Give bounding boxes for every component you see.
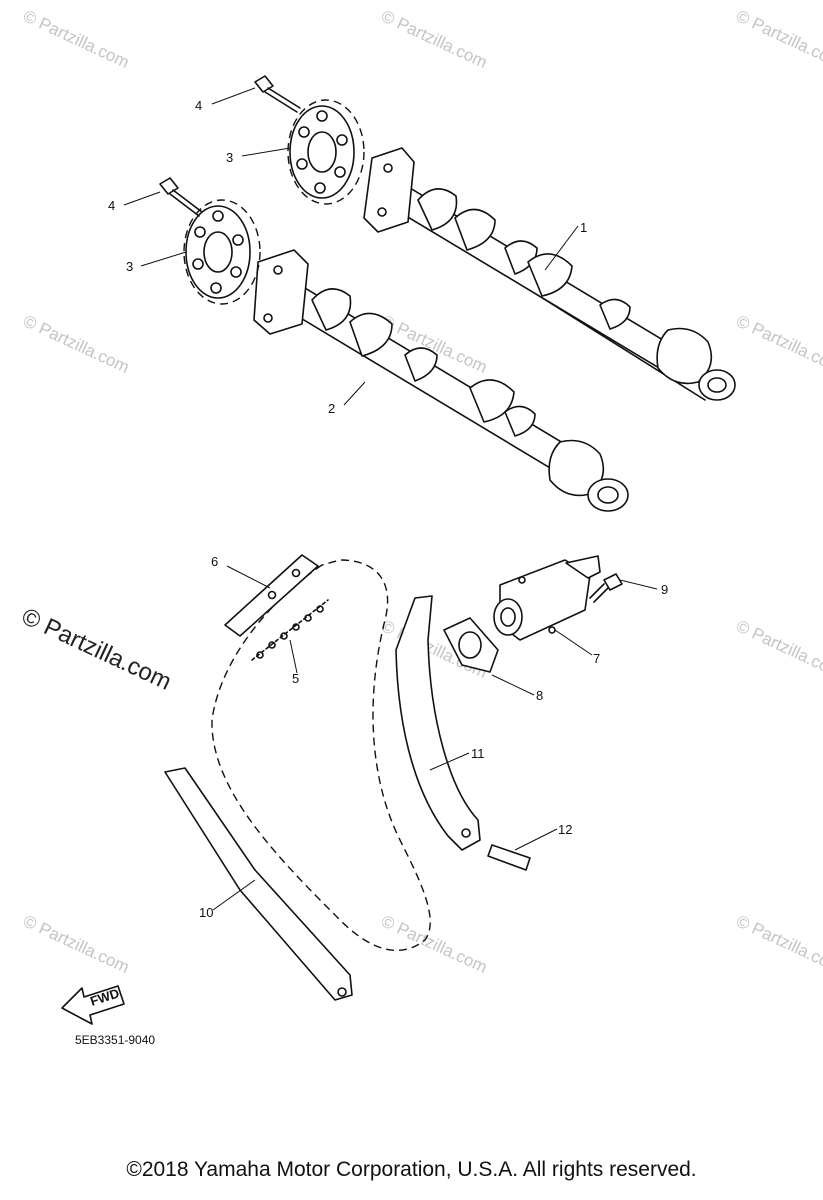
callout-4-lower: 4 xyxy=(108,198,115,213)
watermark: © Partzilla.com xyxy=(378,6,490,72)
watermarks: © Partzilla.com © Partzilla.com © Partzi… xyxy=(17,6,823,977)
cam-sprocket-lower xyxy=(183,199,261,305)
callout-2: 2 xyxy=(328,401,335,416)
forward-arrow-icon: FWD xyxy=(61,985,125,1025)
camshaft-upper xyxy=(363,147,736,401)
watermark: © Partzilla.com xyxy=(20,311,132,377)
callout-5: 5 xyxy=(292,671,299,686)
callout-3-lower: 3 xyxy=(126,259,133,274)
leader-lines xyxy=(123,87,658,911)
callout-1: 1 xyxy=(580,220,587,235)
chain-guide-top xyxy=(224,554,319,637)
copyright-notice: ©2018 Yamaha Motor Corporation, U.S.A. A… xyxy=(126,1158,697,1181)
guide-pin xyxy=(487,844,531,871)
bolt-lower xyxy=(159,177,203,217)
callout-12: 12 xyxy=(558,822,572,837)
watermark: © Partzilla.com xyxy=(733,911,823,977)
watermark: © Partzilla.com xyxy=(20,911,132,977)
chain-guide-intake xyxy=(164,767,353,1001)
camshaft-lower xyxy=(253,249,629,512)
callout-9: 9 xyxy=(661,582,668,597)
callout-10: 10 xyxy=(199,905,213,920)
cam-sprocket-upper xyxy=(287,99,365,205)
callout-3-upper: 3 xyxy=(226,150,233,165)
tensioner-gasket xyxy=(443,617,499,673)
callout-7: 7 xyxy=(593,651,600,666)
diagram-code: 5EB3351-9040 xyxy=(75,1033,155,1047)
callout-4-upper: 4 xyxy=(195,98,202,113)
callout-11: 11 xyxy=(471,746,485,761)
chain-guide-exhaust xyxy=(395,595,481,851)
bolt-upper xyxy=(254,75,301,113)
watermark: © Partzilla.com xyxy=(733,6,823,72)
callout-6: 6 xyxy=(211,554,218,569)
watermark: © Partzilla.com xyxy=(378,911,490,977)
chain-tensioner xyxy=(493,555,601,641)
timing-chain xyxy=(211,559,431,952)
callout-8: 8 xyxy=(536,688,543,703)
callouts: 1 2 3 3 4 4 5 6 7 8 9 10 11 12 xyxy=(108,98,668,920)
watermark: © Partzilla.com xyxy=(733,311,823,377)
tensioner-bolt xyxy=(589,573,623,603)
watermark-large: © Partzilla.com xyxy=(17,603,175,696)
watermark: © Partzilla.com xyxy=(20,6,132,72)
watermark: © Partzilla.com xyxy=(733,616,823,682)
